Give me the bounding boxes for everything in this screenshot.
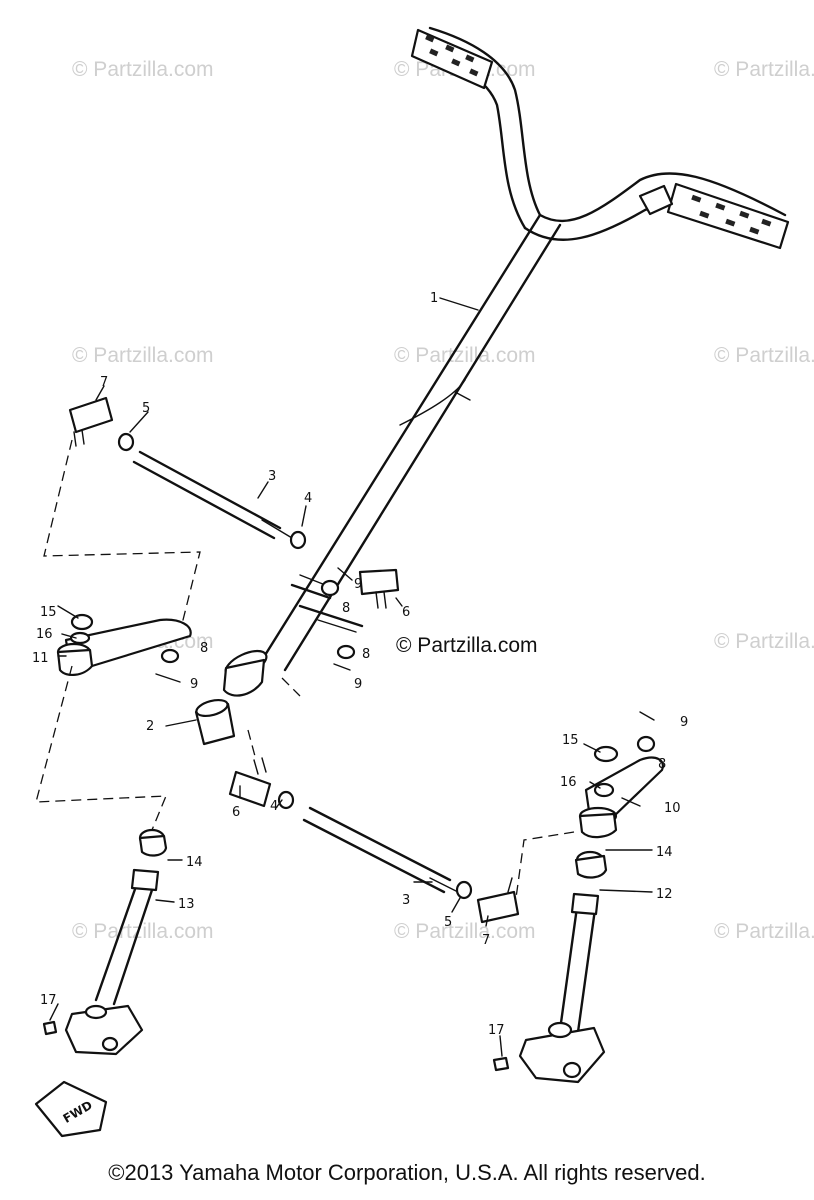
watermark: © Partzilla.com [714, 58, 814, 81]
label-part-16: 16 [36, 627, 53, 642]
label-part-3: 3 [402, 893, 410, 908]
watermark: © Partzilla.com [714, 920, 814, 943]
label-part-5: 5 [444, 915, 452, 930]
upper-tie-rod [68, 396, 307, 550]
watermark: © Partzilla.com [394, 344, 536, 367]
label-part-14: 14 [186, 855, 203, 870]
bushing-part-2 [194, 698, 236, 746]
label-part-2: 2 [146, 719, 154, 734]
left-spindle [42, 828, 168, 1056]
partzilla-credit: © Partzilla.com [396, 634, 538, 657]
watermark: © Partzilla.com [714, 344, 814, 367]
watermark: © Partzilla.com [72, 344, 214, 367]
label-part-11: 11 [32, 651, 49, 666]
leader-lines [49, 297, 653, 1057]
label-part-10: 10 [664, 801, 681, 816]
assembly-guide-lines [35, 439, 575, 899]
watermark: © Partzilla.com [394, 920, 536, 943]
right-steering-arm [578, 711, 664, 839]
watermark: © Partzilla.com [714, 630, 814, 653]
watermark: © Partzilla.com [72, 920, 214, 943]
label-part-1: 1 [430, 291, 438, 306]
label-part-15: 15 [562, 733, 579, 748]
right-grip [666, 182, 790, 250]
column-clamp-hardware [298, 567, 400, 671]
label-part-13: 13 [178, 897, 195, 912]
label-part-14: 14 [656, 845, 673, 860]
label-part-9: 9 [354, 577, 362, 592]
label-part-6: 6 [232, 805, 240, 820]
part-labels: 1 2 3 3 4 4 5 5 6 6 7 7 8 8 8 8 8 9 9 9 … [32, 291, 688, 1038]
right-spindle [492, 850, 608, 1084]
label-part-7: 7 [482, 933, 490, 948]
label-part-7: 7 [100, 375, 108, 390]
copyright-notice: ©2013 Yamaha Motor Corporation, U.S.A. A… [108, 1160, 706, 1185]
label-part-4: 4 [304, 491, 312, 506]
label-part-3: 3 [268, 469, 276, 484]
label-part-9: 9 [190, 677, 198, 692]
label-part-17: 17 [488, 1023, 505, 1038]
fwd-arrow: FWD [34, 1080, 108, 1138]
label-part-8: 8 [342, 601, 350, 616]
label-part-9: 9 [680, 715, 688, 730]
label-part-15: 15 [40, 605, 57, 620]
label-part-16: 16 [560, 775, 577, 790]
watermark: © Partzilla.com [72, 58, 214, 81]
label-part-8: 8 [362, 647, 370, 662]
label-part-5: 5 [142, 401, 150, 416]
label-part-12: 12 [656, 887, 673, 902]
label-part-8: 8 [200, 641, 208, 656]
label-part-6: 6 [402, 605, 410, 620]
label-part-9: 9 [354, 677, 362, 692]
label-part-8: 8 [658, 757, 666, 772]
label-part-17: 17 [40, 993, 57, 1008]
watermarks: © Partzilla.com © Partzilla.com © Partzi… [72, 58, 814, 943]
label-part-4: 4 [270, 799, 278, 814]
lower-tie-rod [228, 757, 520, 924]
